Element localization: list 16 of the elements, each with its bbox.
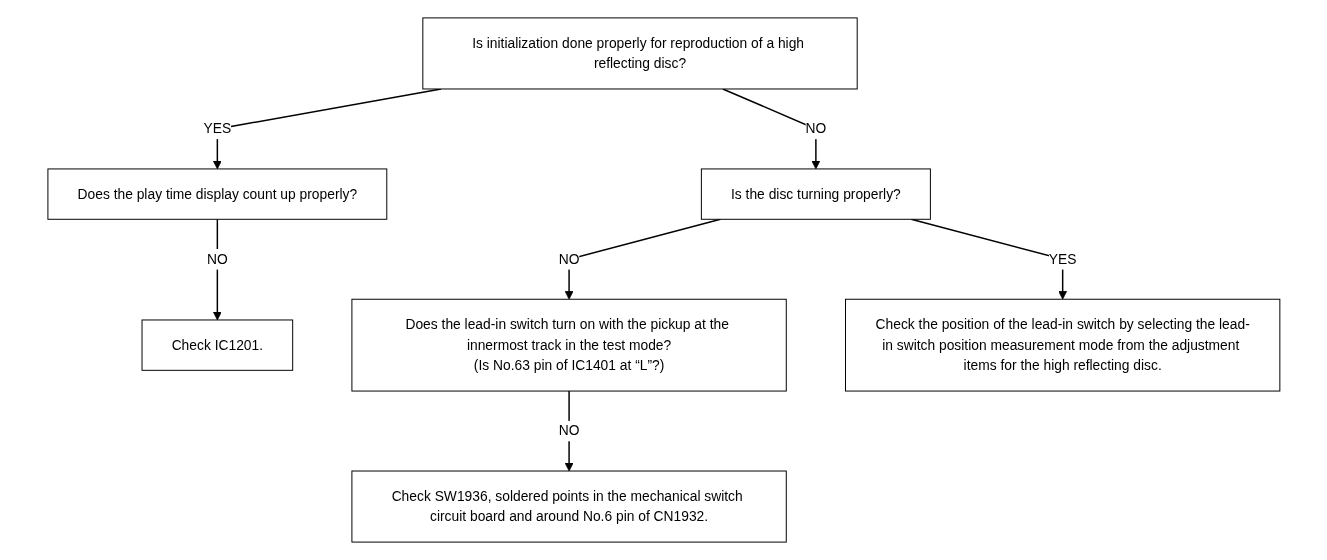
node-box: [351, 298, 787, 392]
edge-label: NO: [558, 422, 580, 439]
arrow: [564, 390, 574, 472]
node-box: [47, 168, 387, 220]
edge-label: NO: [558, 250, 580, 267]
node-box: [700, 168, 931, 220]
node-box: [351, 470, 787, 543]
arrow: [212, 218, 222, 321]
edge-label: NO: [206, 250, 228, 267]
node-box: [844, 298, 1280, 392]
arrow: [721, 88, 820, 170]
edge-label: NO: [805, 120, 826, 137]
edge-label: YES: [1048, 250, 1077, 267]
node-box: [141, 319, 293, 371]
node-box: [421, 17, 858, 90]
edge-label: YES: [203, 120, 231, 137]
